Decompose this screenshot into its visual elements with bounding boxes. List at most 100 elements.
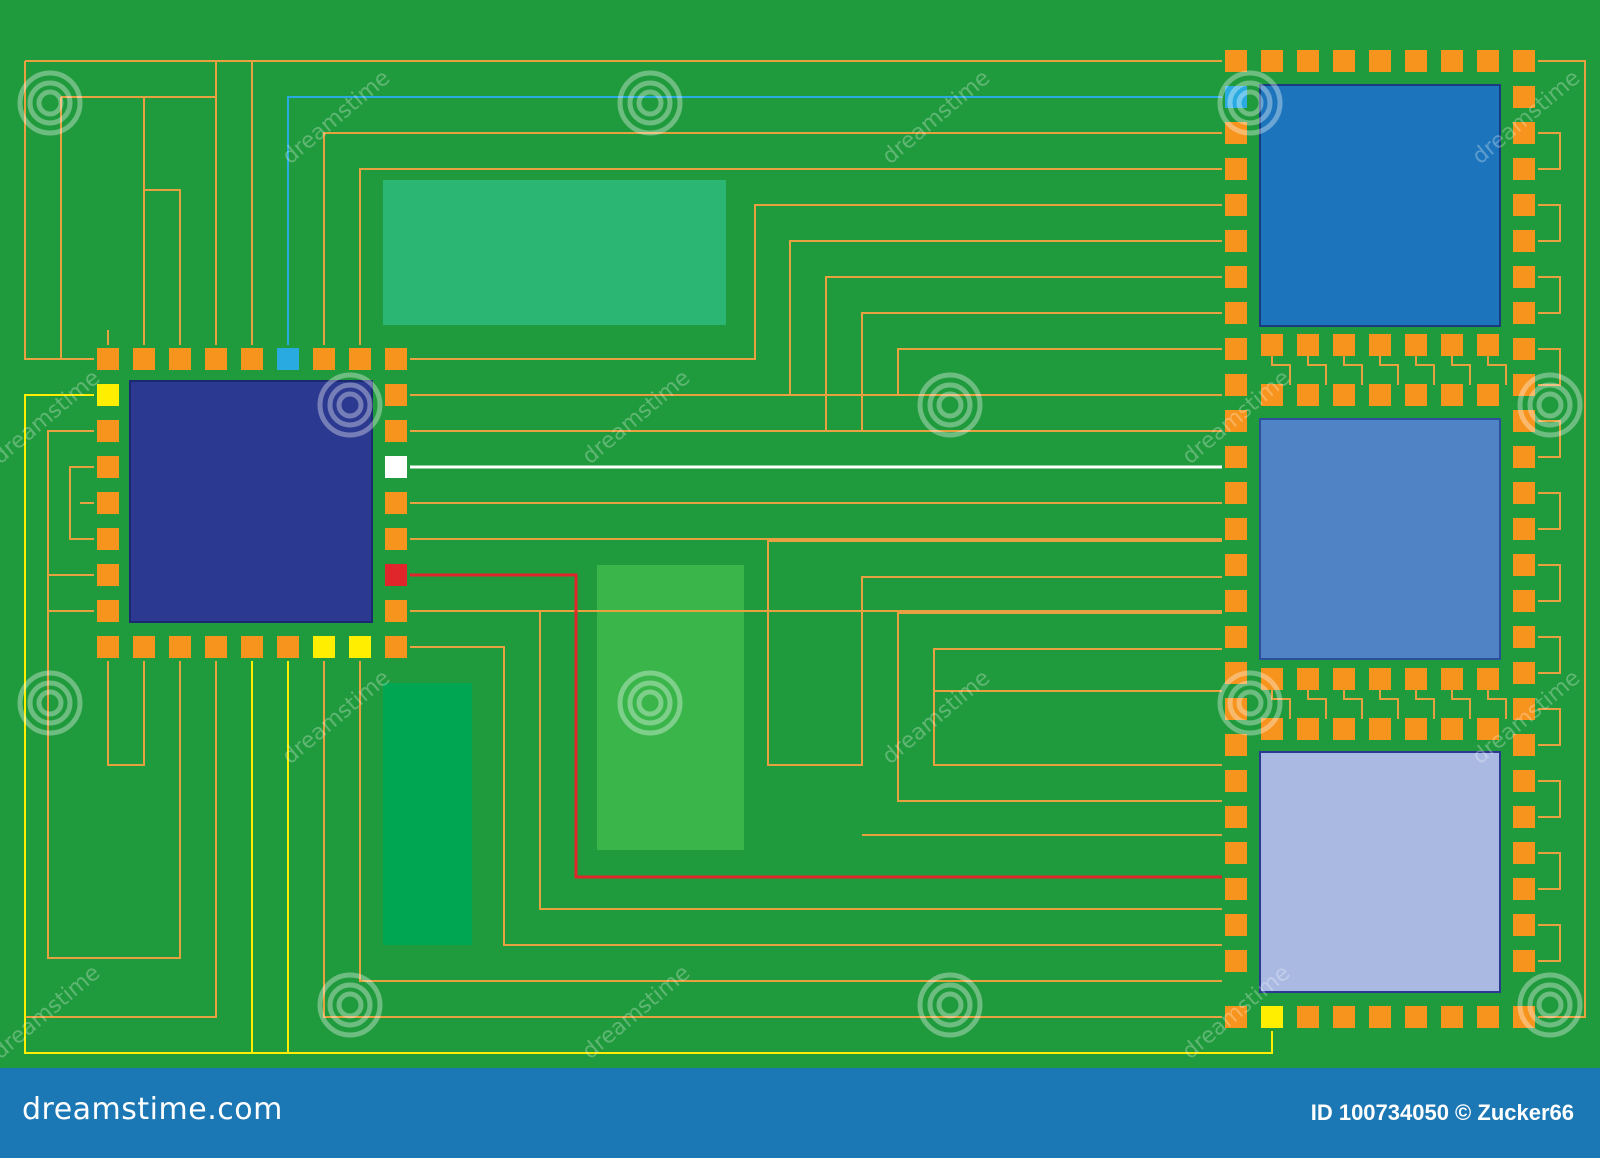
- trace-left: [47, 430, 94, 612]
- pad: [1405, 668, 1427, 690]
- pad: [1369, 668, 1391, 690]
- trace-interchip: [1487, 355, 1507, 385]
- pad-yellow-signal: [1261, 1006, 1283, 1028]
- component-block-top: [383, 180, 726, 325]
- pad: [1225, 842, 1247, 864]
- trace-right: [1538, 708, 1561, 746]
- pad-layer: [97, 50, 1535, 1028]
- pad: [1225, 50, 1247, 72]
- pad: [1225, 410, 1247, 432]
- pad: [1513, 194, 1535, 216]
- pad: [97, 492, 119, 514]
- pad: [1333, 668, 1355, 690]
- pad-white-signal: [385, 456, 407, 478]
- pad: [1225, 770, 1247, 792]
- pad: [1441, 50, 1463, 72]
- trace-interchip: [1415, 355, 1435, 385]
- trace-yellow-signal: [24, 394, 1273, 1054]
- pad: [1225, 158, 1247, 180]
- pad: [169, 348, 191, 370]
- pad: [1225, 482, 1247, 504]
- pad: [1513, 734, 1535, 756]
- pad: [97, 528, 119, 550]
- spiral-icon: [617, 70, 683, 136]
- trace-right: [1538, 348, 1561, 386]
- pad-blue-signal: [277, 348, 299, 370]
- pad: [1225, 122, 1247, 144]
- pad: [1225, 374, 1247, 396]
- pad: [1513, 878, 1535, 900]
- trace-red-signal: [410, 573, 1222, 879]
- pad: [1333, 50, 1355, 72]
- trace-interchip: [1271, 355, 1291, 385]
- pad: [1261, 668, 1283, 690]
- pad: [1513, 338, 1535, 360]
- trace-lower: [767, 540, 1222, 766]
- pad: [1513, 86, 1535, 108]
- trace-interchip: [1415, 689, 1435, 719]
- trace-interchip: [1271, 689, 1291, 719]
- spiral-icon: [617, 670, 683, 736]
- trace-upper: [323, 132, 1222, 345]
- pad: [1225, 446, 1247, 468]
- pad: [1369, 718, 1391, 740]
- pad: [1513, 230, 1535, 252]
- spiral-icon: [317, 972, 383, 1038]
- pad: [1225, 302, 1247, 324]
- trace-right: [1538, 924, 1561, 962]
- pad: [1513, 302, 1535, 324]
- pad: [133, 348, 155, 370]
- pad: [1369, 50, 1391, 72]
- pad-red-signal: [385, 564, 407, 586]
- trace-upper: [410, 276, 1222, 432]
- trace-lower: [323, 661, 1222, 1018]
- trace-lower: [410, 646, 1222, 946]
- trace-upper: [897, 348, 1222, 396]
- pad: [133, 636, 155, 658]
- pad: [1261, 50, 1283, 72]
- pad-yellow-signal: [349, 636, 371, 658]
- footer-bar: dreamstime.com ID 100734050 © Zucker66: [0, 1068, 1600, 1158]
- pad: [1297, 334, 1319, 356]
- pad: [385, 528, 407, 550]
- trace-right: [1538, 60, 1586, 1018]
- memory-chip-1: [1259, 84, 1501, 327]
- pad: [1297, 50, 1319, 72]
- pad: [1333, 718, 1355, 740]
- pad: [1441, 718, 1463, 740]
- pad: [1513, 950, 1535, 972]
- component-block-bottom: [383, 683, 472, 945]
- pad: [97, 636, 119, 658]
- pad: [385, 348, 407, 370]
- pad: [1297, 384, 1319, 406]
- pad: [1261, 718, 1283, 740]
- pad: [1297, 1006, 1319, 1028]
- trace-layer: [24, 60, 1586, 1054]
- memory-chip-3: [1259, 751, 1501, 993]
- pad: [97, 564, 119, 586]
- spiral-icon: [1217, 670, 1283, 736]
- pad: [1513, 914, 1535, 936]
- pad: [1513, 266, 1535, 288]
- pad-yellow-signal: [97, 384, 119, 406]
- pad: [1333, 1006, 1355, 1028]
- pad: [1369, 334, 1391, 356]
- pad: [1513, 122, 1535, 144]
- trace-upper: [359, 168, 1222, 345]
- trace-upper: [861, 312, 1222, 432]
- pad: [1477, 334, 1499, 356]
- trace-left: [69, 466, 94, 540]
- trace-interchip: [1307, 689, 1327, 719]
- component-block-center: [597, 565, 744, 850]
- pad: [1297, 668, 1319, 690]
- pad: [1441, 668, 1463, 690]
- pad: [1333, 384, 1355, 406]
- pad: [1477, 50, 1499, 72]
- pad: [1225, 518, 1247, 540]
- pad: [1225, 590, 1247, 612]
- spiral-icon: [317, 372, 383, 438]
- spiral-icon: [17, 70, 83, 136]
- pad: [1513, 518, 1535, 540]
- pad-yellow-signal: [313, 636, 335, 658]
- trace-left: [25, 661, 217, 1018]
